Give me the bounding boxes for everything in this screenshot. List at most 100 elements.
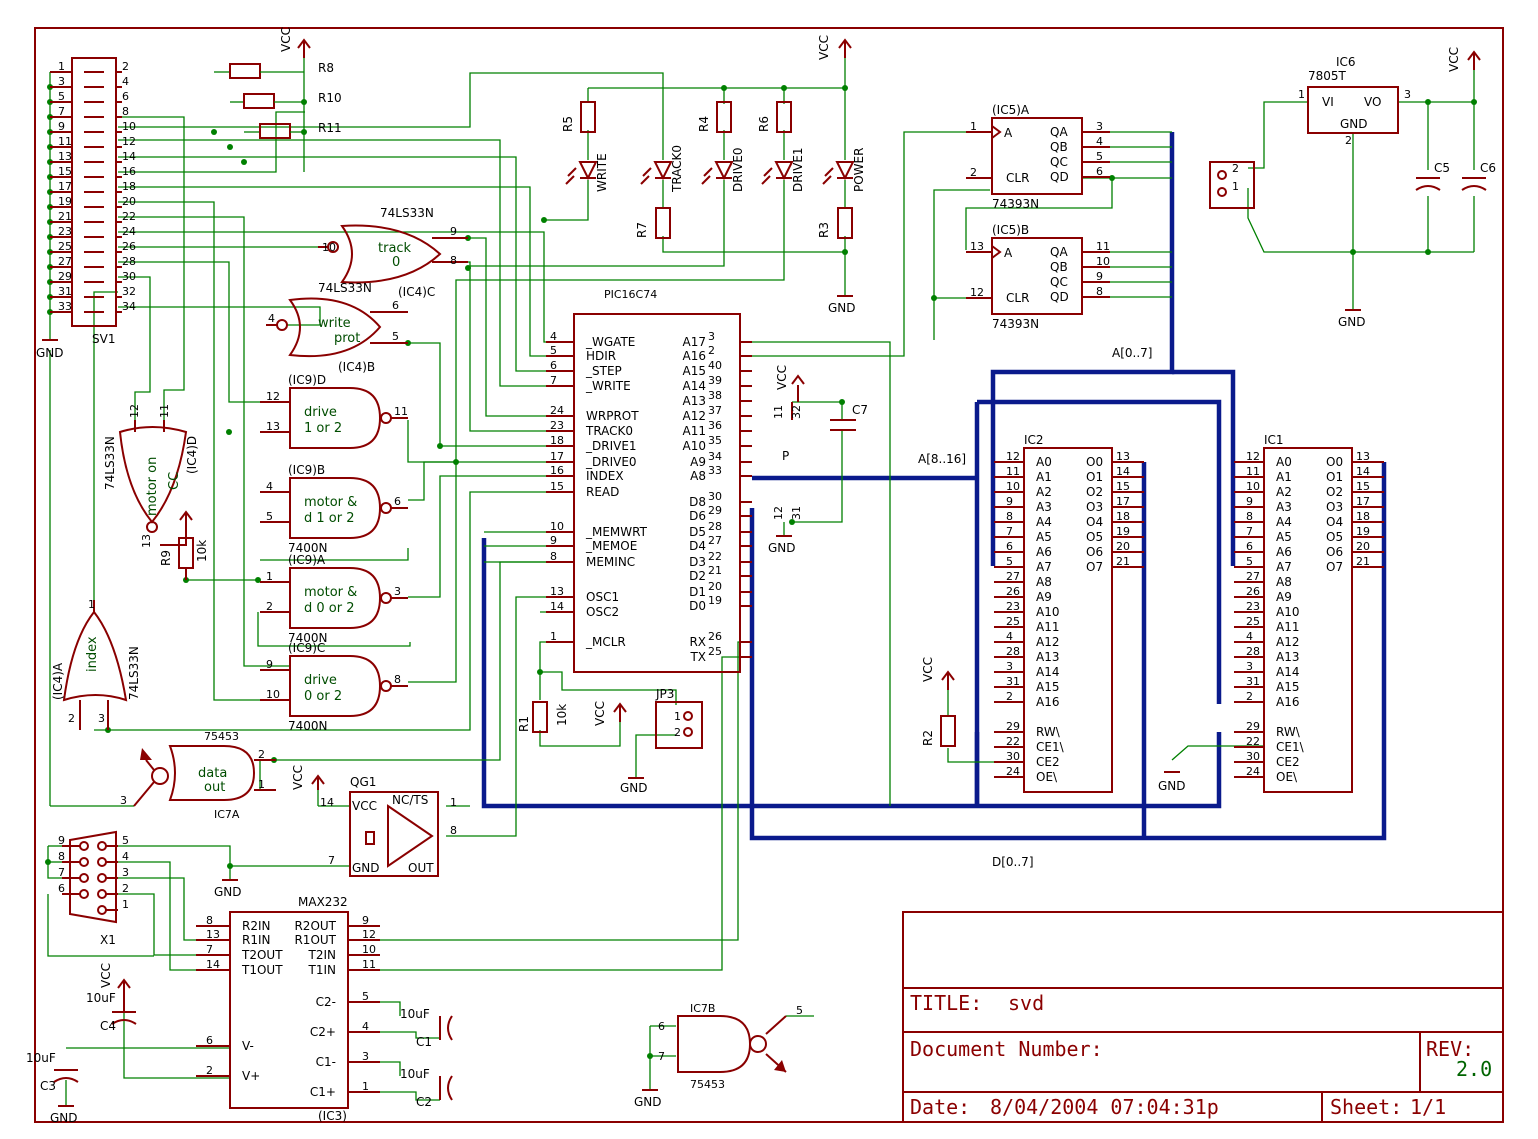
r7-label: R7	[635, 222, 649, 238]
max-pin-num: 8	[206, 914, 213, 927]
pic-vcc-label: VCC	[775, 365, 789, 390]
sheet-frame	[34, 27, 1504, 1123]
sv1-pin-left: 23	[58, 225, 72, 238]
svg-text:2: 2	[1232, 162, 1239, 175]
pic-pin-name: A11	[683, 424, 706, 438]
sv1-pin-left: 33	[58, 300, 72, 313]
title-label: TITLE:	[910, 991, 982, 1015]
memory-pin-num: 21	[1116, 555, 1130, 568]
counter-pin: 11	[1096, 240, 1110, 253]
regulator: IC6 7805T VI VO GND 1 3 2 2 1 C5 C6 VCC …	[1209, 47, 1496, 329]
memory-pin-name: A11	[1036, 620, 1059, 634]
memory-pin-num: 22	[1246, 735, 1260, 748]
pic-pin-num: 24	[550, 404, 564, 417]
pic-pin-name: A14	[683, 379, 706, 393]
memory-pin-num: 11	[1006, 465, 1020, 478]
dsub-pin: 6	[58, 882, 65, 895]
pic-pin-num: 6	[550, 359, 557, 372]
sv1-pin-right: 32	[122, 285, 136, 298]
dsub-pin: 2	[122, 882, 129, 895]
svg-text:3: 3	[1404, 88, 1411, 101]
memory-pin-name: A5	[1036, 530, 1052, 544]
svg-text:2: 2	[674, 726, 681, 739]
index-ref: (IC4)A	[51, 662, 65, 700]
memory-pin-num: 2	[1006, 690, 1013, 703]
nand-type: 7400N	[288, 719, 328, 733]
memory-pin-num: 5	[1246, 555, 1253, 568]
counter-clr: CLR	[1006, 171, 1029, 185]
pic-name: PIC16C74	[604, 288, 657, 301]
memory-pin-num: 12	[1246, 450, 1260, 463]
counter-type: 74393N	[992, 197, 1039, 211]
nand-line1: drive	[304, 673, 337, 688]
index-type: 74LS33N	[127, 646, 141, 700]
track0-line1: track	[378, 241, 412, 256]
sv1-pin-right: 28	[122, 255, 136, 268]
max-pin-name: C2+	[310, 1025, 336, 1039]
write-prot-line2: prot	[334, 331, 360, 346]
c1-label: C1	[416, 1035, 432, 1049]
memory-pin-name: A14	[1276, 665, 1299, 679]
nand-line1: motor &	[304, 495, 357, 510]
pic-pin-num: 9	[550, 534, 557, 547]
memory-pin-num: 7	[1006, 525, 1013, 538]
svg-text:7: 7	[658, 1050, 665, 1063]
memory-pin-num: 3	[1246, 660, 1253, 673]
memory-pin-name: A0	[1276, 455, 1292, 469]
pic-pin-number-label: 2	[708, 344, 715, 357]
date-value: 8/04/2004 07:04:31p	[990, 1095, 1219, 1119]
write-prot-ref: (IC4)B	[338, 360, 375, 374]
c2-value: 10uF	[400, 1067, 430, 1081]
memory-pin-name: A13	[1036, 650, 1059, 664]
svg-text:9: 9	[450, 225, 457, 238]
max-pin-name: V+	[242, 1069, 260, 1083]
pic-pin-number-label: 40	[708, 359, 722, 372]
track0-line2: 0	[392, 255, 400, 270]
c4-label: C4	[100, 1019, 116, 1033]
gate-write-prot: write prot 74LS33N (IC4)B 4 6 5	[266, 281, 408, 374]
rev-value: 2.0	[1456, 1057, 1492, 1081]
bus-label-a0-7: A[0..7]	[1112, 346, 1152, 360]
memory-pin-name: A1	[1276, 470, 1292, 484]
sv1-pin-left: 5	[58, 90, 65, 103]
pic-pin-number-label: 21	[708, 564, 722, 577]
counter-pin: 13	[970, 240, 984, 253]
pic-pin-name: A13	[683, 394, 706, 408]
memory-pin-num: 27	[1006, 570, 1020, 583]
sv1-pin-left: 17	[58, 180, 72, 193]
max-pin-num: 11	[362, 958, 376, 971]
svg-text:2: 2	[258, 748, 265, 761]
pic-pin-number-label: 38	[708, 389, 722, 402]
r6-label: R6	[757, 116, 771, 132]
memory-pin-name: CE2	[1276, 755, 1300, 769]
bus-label-d0-7: D[0..7]	[992, 855, 1034, 869]
max-pin-num: 2	[206, 1064, 213, 1077]
sv1-pin-right: 24	[122, 225, 136, 238]
pic-pin-number-label: 37	[708, 404, 722, 417]
osc-gnd-label: GND	[214, 885, 242, 899]
reg-vo: VO	[1364, 95, 1381, 109]
counter-pin: 4	[1096, 135, 1103, 148]
memory-pin-num: 12	[1006, 450, 1020, 463]
nand-type: 7400N	[288, 631, 328, 645]
svg-text:3: 3	[120, 794, 127, 807]
led-label: DRIVE0	[731, 147, 745, 192]
max-pin-name: R1IN	[242, 933, 271, 947]
memory-pin-name: A11	[1276, 620, 1299, 634]
ic7b-ref: IC7B	[690, 1002, 715, 1015]
memory-pin-name: A5	[1276, 530, 1292, 544]
bus-label-a8-16: A[8..16]	[918, 452, 966, 466]
c3-value: 10uF	[26, 1051, 56, 1065]
memory-pin-num: 3	[1006, 660, 1013, 673]
nand-ref: (IC9)A	[288, 553, 326, 567]
pic-pin-name: HDIR	[586, 349, 616, 363]
led-label: DRIVE1	[791, 147, 805, 192]
pic-pin-name: OSC2	[586, 605, 619, 619]
memory-pin-name: O0	[1326, 455, 1343, 469]
write-prot-type: 74LS33N	[318, 281, 372, 295]
ic7b-gnd: GND	[634, 1095, 662, 1109]
